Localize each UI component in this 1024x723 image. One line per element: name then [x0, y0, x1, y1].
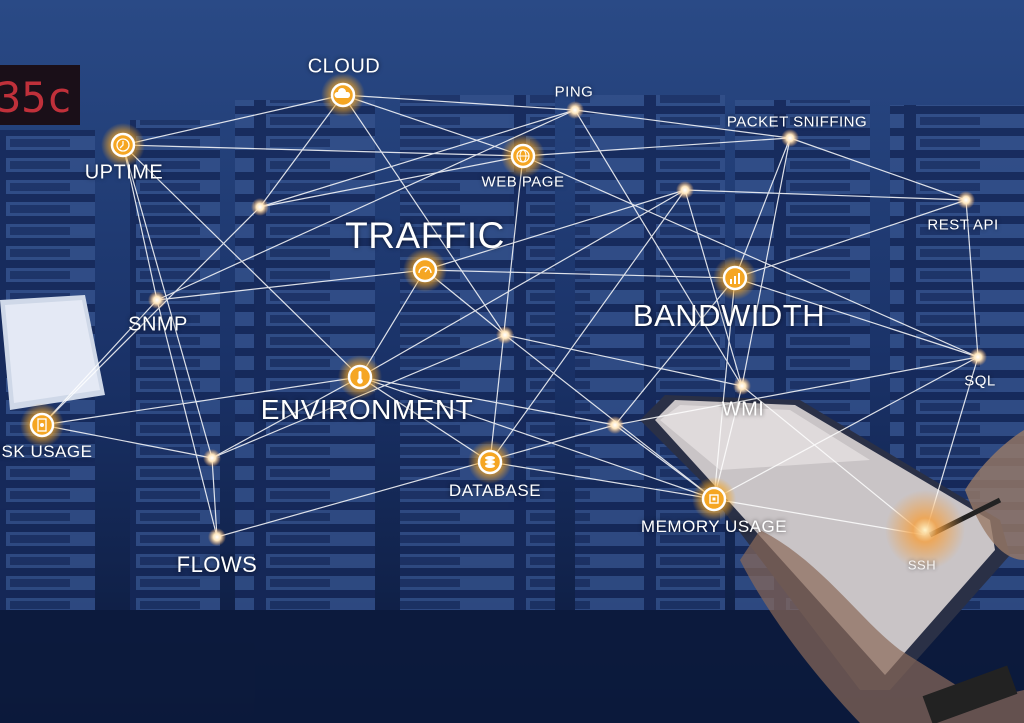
- laptop: [0, 295, 105, 410]
- node-dot: [496, 326, 514, 344]
- disk-icon: [20, 403, 64, 447]
- chip-icon: [692, 477, 736, 521]
- label-cloud: CLOUD: [307, 55, 381, 78]
- label-rest-api: REST API: [927, 216, 999, 234]
- node-rest-api: [957, 191, 975, 209]
- node-sql: [969, 348, 987, 366]
- led-display: 35c: [0, 65, 80, 125]
- database-icon: [468, 440, 512, 484]
- label-database: DATABASE: [448, 481, 542, 500]
- node-snmp: [148, 291, 166, 309]
- label-bandwidth: BANDWIDTH: [632, 298, 826, 333]
- node-wmi: [733, 377, 751, 395]
- node-flows: [208, 528, 226, 546]
- display-reading: 35c: [0, 73, 72, 122]
- label-memory-usage: MEMORY USAGE: [640, 517, 788, 536]
- label-ssh: SSH: [907, 557, 937, 573]
- label-wmi: WMI: [721, 398, 765, 421]
- globe-icon: [501, 134, 545, 178]
- gauge-icon: [403, 248, 447, 292]
- node-dot: [203, 449, 221, 467]
- label-traffic: TRAFFIC: [345, 215, 505, 256]
- label-uptime: UPTIME: [84, 161, 164, 184]
- label-disk-usage: DISK USAGE: [0, 442, 93, 461]
- thermometer-icon: [338, 355, 382, 399]
- label-ping: PING: [554, 83, 594, 101]
- label-packet-sniffing: PACKET SNIFFING: [726, 113, 868, 131]
- node-dot: [606, 416, 624, 434]
- label-snmp: SNMP: [128, 313, 188, 336]
- node-ssh: [885, 490, 965, 570]
- label-web-page: WEB PAGE: [481, 173, 565, 191]
- label-environment: ENVIRONMENT: [260, 394, 474, 425]
- cloud-icon: [321, 73, 365, 117]
- icon-nodes: [20, 73, 757, 521]
- node-ping: [566, 101, 584, 119]
- node-packet-sniffing: [781, 129, 799, 147]
- node-dot: [676, 181, 694, 199]
- bar-chart-icon: [713, 256, 757, 300]
- clock-icon: [101, 123, 145, 167]
- label-sql: SQL: [964, 372, 996, 390]
- node-dot: [251, 198, 269, 216]
- label-flows: FLOWS: [176, 552, 258, 577]
- dot-nodes: [148, 101, 987, 570]
